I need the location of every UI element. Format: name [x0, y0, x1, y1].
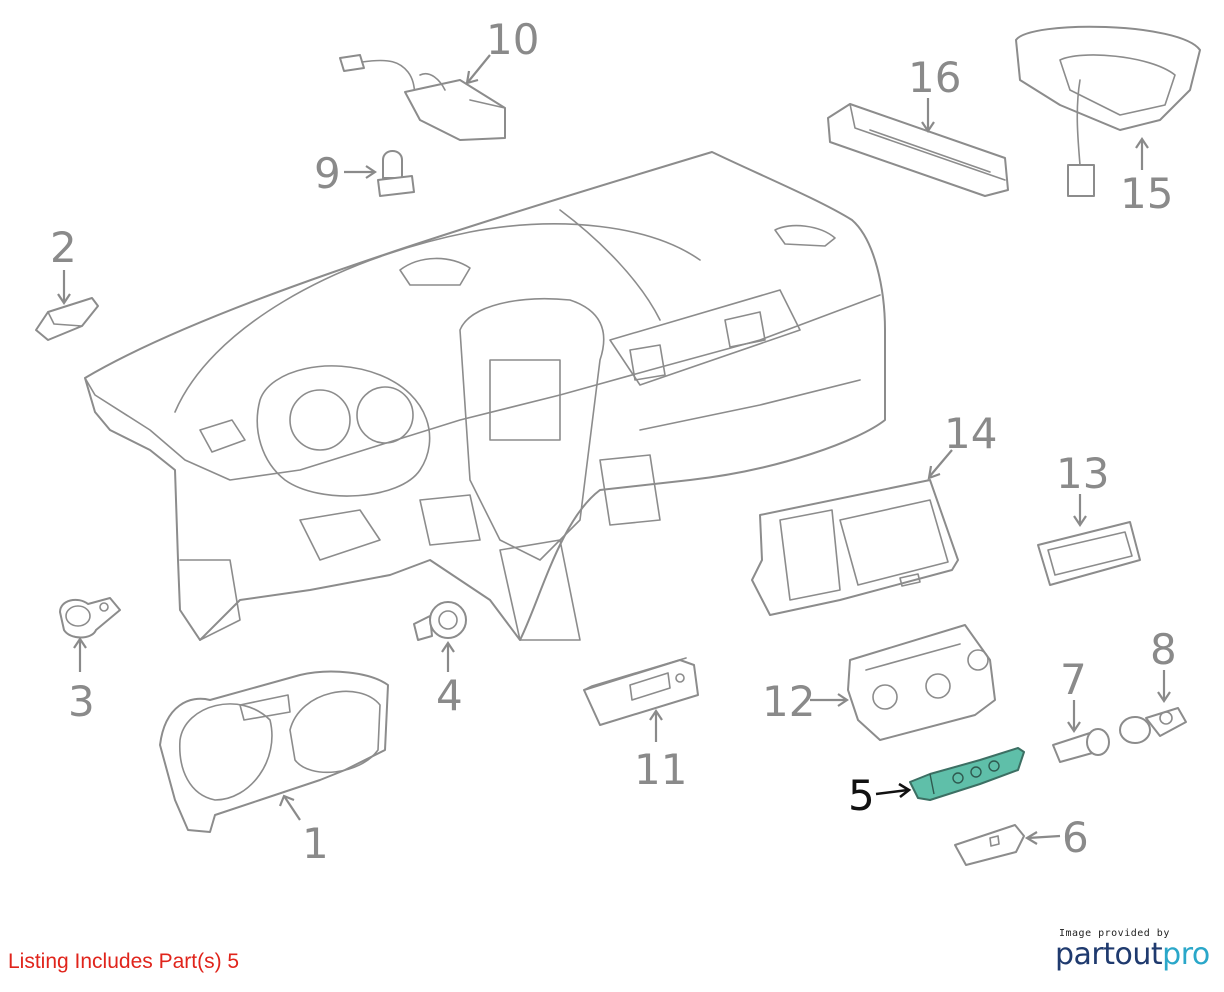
callout-15: 15	[1120, 169, 1173, 218]
part-3-switch	[59, 597, 121, 639]
part-14-display-unit	[751, 479, 959, 616]
part-2-sensor	[35, 297, 99, 341]
part-1-instrument-cluster	[159, 670, 389, 833]
callout-16: 16	[908, 53, 961, 102]
callout-9: 9	[314, 149, 341, 198]
arrow-1	[283, 795, 301, 821]
image-provided-by: Image provided by	[1059, 928, 1170, 939]
brand-name: partoutpro	[1055, 937, 1215, 972]
part-8-socket	[1119, 707, 1187, 744]
callout-7: 7	[1060, 655, 1087, 704]
callout-8: 8	[1150, 625, 1177, 674]
callout-2: 2	[50, 223, 77, 272]
part-6-switch	[954, 824, 1025, 866]
callout-arrows	[57, 54, 1171, 845]
part-7-bulb	[1052, 728, 1110, 763]
part-13-module	[1037, 521, 1141, 586]
callout-4: 4	[436, 671, 463, 720]
arrow-6	[1027, 834, 1061, 840]
callout-10: 10	[486, 15, 539, 64]
callout-labels: 1 2 3 4 5 6 7 8 9 10 11 12 13 14 15 16	[50, 15, 1177, 868]
brand-logo: Image provided by partoutpro	[1055, 928, 1215, 972]
part-16-panel	[827, 103, 1009, 197]
callout-14: 14	[944, 409, 997, 458]
part-12-climate-control	[847, 624, 996, 741]
part-9-clip	[377, 150, 415, 197]
callout-5: 5	[848, 771, 875, 820]
arrow-14	[929, 449, 953, 477]
arrow-5	[875, 788, 909, 796]
callout-3: 3	[68, 677, 95, 726]
callout-13: 13	[1056, 449, 1109, 498]
listing-includes-text: Listing Includes Part(s) 5	[8, 950, 240, 973]
brand-name-part1: partout	[1055, 937, 1163, 972]
part-10-harness	[339, 54, 506, 141]
dashboard-panel	[84, 151, 886, 641]
callout-11: 11	[634, 745, 687, 794]
part-4-knob	[413, 601, 467, 641]
callout-6: 6	[1062, 813, 1089, 862]
callout-12: 12	[762, 677, 815, 726]
brand-name-part2: pro	[1162, 937, 1210, 972]
callout-1: 1	[302, 819, 329, 868]
part-15-vent	[1015, 25, 1201, 197]
part-11-module	[583, 657, 699, 726]
arrow-10	[467, 54, 491, 83]
part-5-switch-highlighted	[909, 747, 1025, 801]
